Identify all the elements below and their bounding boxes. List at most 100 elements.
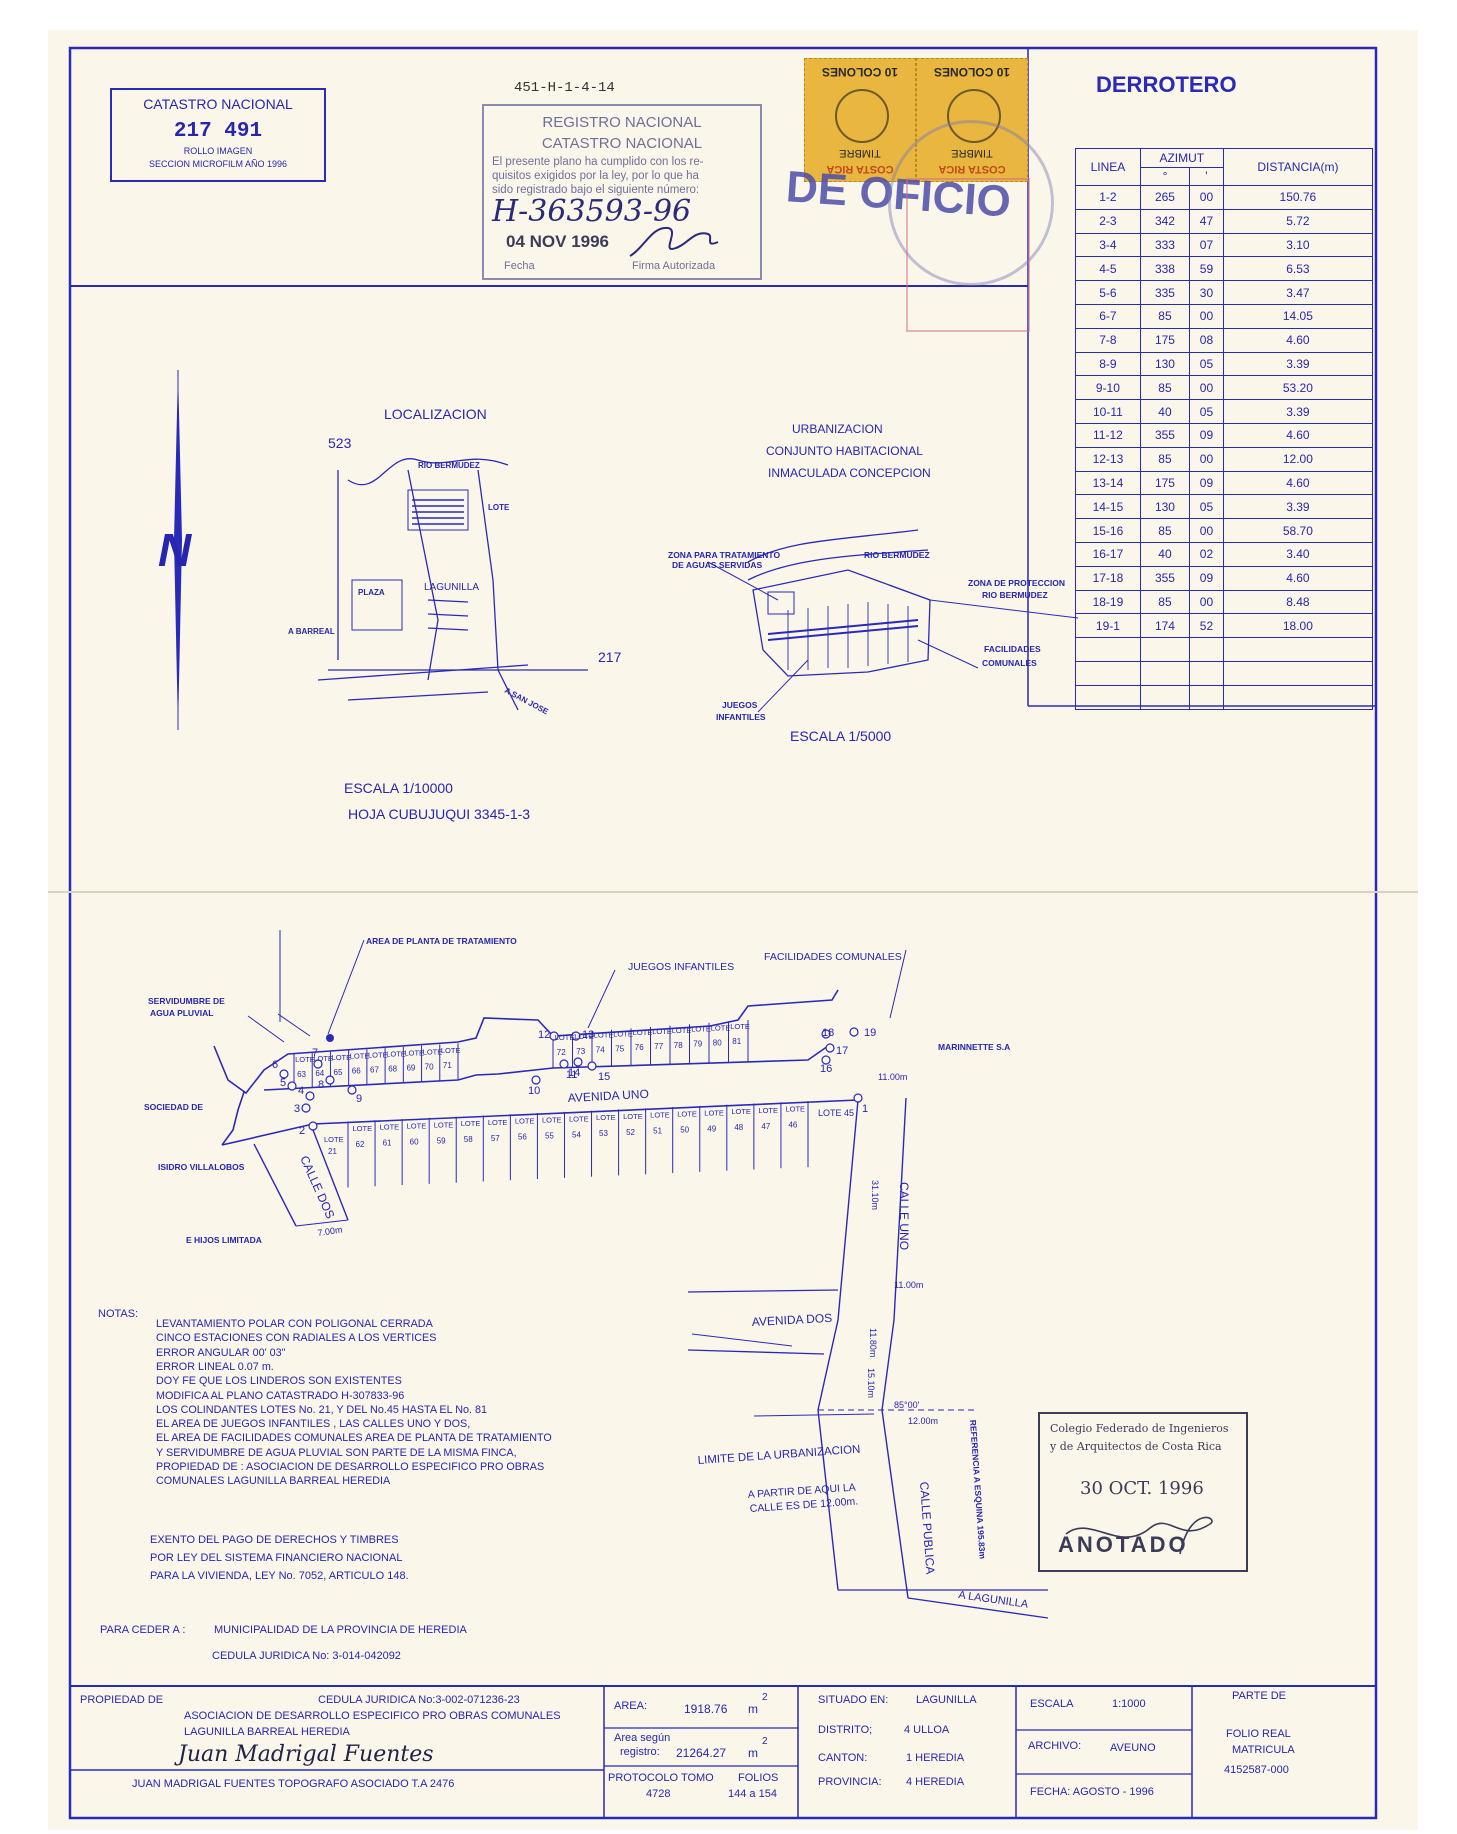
localizacion-hoja: HOJA CUBUJUQUI 3345-1-3 — [348, 806, 531, 822]
station-marker — [559, 1059, 569, 1069]
lot-number: 71 — [443, 1061, 452, 1070]
row-distancia: 3.47 — [1222, 280, 1374, 305]
plan-dim-7: 7.00m — [317, 1225, 343, 1238]
row-minutos: 00 — [1189, 589, 1224, 615]
row-linea: 12-13 — [1075, 446, 1141, 472]
lot-number: 79 — [693, 1040, 702, 1049]
urb-juegos-2: INFANTILES — [716, 712, 766, 722]
row-linea: 17-18 — [1075, 565, 1141, 591]
lot-number: 67 — [370, 1066, 379, 1075]
colegio-line1: Colegio Federado de Ingenieros — [1050, 1422, 1229, 1435]
row-grados: 85 — [1139, 446, 1191, 472]
derrotero-empty-row — [1075, 637, 1374, 662]
registro-fecha-label: Fecha — [504, 260, 535, 272]
footer-protocolo-label: PROTOCOLO TOMO — [608, 1772, 714, 1784]
localizacion-sketch: RIO BERMUDEZ LOTE PLAZA LAGUNILLA A BARR… — [288, 435, 622, 717]
footer-matricula: MATRICULA — [1232, 1744, 1295, 1756]
plan-facilidades-label: FACILIDADES COMUNALES — [764, 951, 902, 963]
row-grados: 333 — [1139, 232, 1191, 258]
ceder-label: PARA CEDER A : — [100, 1624, 186, 1636]
plan-servidumbre-1: SERVIDUMBRE DE — [148, 996, 225, 1006]
urb-zona-prot-2: RIO BERMUDEZ — [982, 590, 1048, 600]
lot-word: LOTE — [404, 1048, 424, 1057]
station-marker — [531, 1075, 541, 1085]
footer-provincia-label: PROVINCIA: — [818, 1776, 882, 1788]
urb-zona-trat-1: ZONA PARA TRATAMIENTO — [668, 550, 780, 560]
urb-zona-trat-2: DE AGUAS SERVIDAS — [672, 560, 763, 570]
lot-word: LOTE — [423, 1047, 443, 1056]
row-linea: 6-7 — [1075, 303, 1141, 329]
row-distancia: 3.39 — [1222, 351, 1374, 377]
plan-dim-1100b: 11.00m — [894, 1280, 923, 1290]
row-grados: 338 — [1139, 256, 1191, 282]
footer-folio-real: FOLIO REAL — [1226, 1728, 1291, 1740]
derrotero-empty-row — [1075, 660, 1374, 686]
lot-word: LOTE — [368, 1051, 388, 1060]
row-minutos: 09 — [1189, 470, 1224, 496]
station-marker — [305, 1091, 315, 1101]
loc-lagunilla-label: LAGUNILLA — [424, 582, 479, 593]
row-empty-cell — [1075, 637, 1141, 662]
lot-number: 69 — [406, 1063, 415, 1072]
lot-number: 61 — [383, 1139, 392, 1148]
footer-area-label: AREA: — [614, 1700, 648, 1712]
lot-number: 78 — [674, 1041, 683, 1050]
station-label: 19 — [864, 1027, 876, 1039]
footer-owner-1: ASOCIACION DE DESARROLLO ESPECIFICO PRO … — [184, 1710, 561, 1722]
plan-calle-uno: CALLE UNO — [897, 1182, 911, 1250]
plan-dim-3110: 31.10m — [870, 1180, 880, 1210]
row-minutos: 05 — [1189, 399, 1224, 424]
loc-lote-label: LOTE — [488, 503, 510, 512]
lot-number: 68 — [388, 1065, 397, 1074]
station-marker — [573, 1057, 583, 1067]
station-marker — [549, 1031, 559, 1041]
lot-word: LOTE — [488, 1118, 508, 1127]
row-grados: 355 — [1139, 422, 1191, 448]
timbre-1-value: 10 COLONES — [821, 65, 899, 79]
footer-escala-value: 1:1000 — [1112, 1698, 1146, 1710]
footer-canton-value: 1 HEREDIA — [906, 1752, 965, 1764]
lot-word: LOTE — [542, 1115, 562, 1124]
derrotero-header-distancia: DISTANCIA(m) — [1222, 148, 1374, 186]
footer-distrito-value: 4 ULLOA — [904, 1724, 950, 1736]
station-label: 5 — [280, 1077, 286, 1089]
plan-dim-1510: 15.10m — [866, 1368, 876, 1398]
plan-avenida-dos: AVENIDA DOS — [751, 1311, 832, 1329]
row-linea: 3-4 — [1075, 232, 1141, 258]
plan-dim-1200: 12.00m — [908, 1416, 938, 1426]
row-distancia: 4.60 — [1222, 470, 1374, 496]
lot-word: LOTE — [353, 1124, 373, 1133]
row-linea: 1-2 — [1075, 185, 1141, 210]
station-marker — [325, 1075, 335, 1085]
notas-line: LEVANTAMIENTO POLAR CON POLIGONAL CERRAD… — [156, 1318, 433, 1330]
station-label: 13 — [582, 1029, 594, 1041]
north-label: N — [158, 524, 192, 576]
footer-area-sq: 2 — [762, 1692, 768, 1703]
lot-number: 47 — [761, 1122, 770, 1131]
lot-number: 72 — [557, 1048, 566, 1057]
footer-provincia-value: 4 HEREDIA — [906, 1776, 965, 1788]
lot-word: LOTE — [613, 1029, 633, 1038]
footer-fecha: FECHA: AGOSTO - 1996 — [1030, 1786, 1154, 1798]
lot-word: LOTE — [731, 1107, 751, 1116]
row-grados: 85 — [1139, 589, 1191, 615]
plan-a-lagunilla: A LAGUNILLA — [958, 1589, 1030, 1611]
plan-lote-45: LOTE 45 — [818, 1108, 854, 1118]
footer-archivo-value: AVEUNO — [1110, 1742, 1156, 1754]
urb-line3: INMACULADA CONCEPCION — [768, 466, 931, 480]
localizacion-title: LOCALIZACION — [384, 406, 487, 422]
urb-facil-2: COMUNALES — [982, 658, 1037, 668]
row-grados: 175 — [1139, 470, 1191, 496]
station-marker — [287, 1081, 297, 1091]
notas-line: ERROR ANGULAR 00' 03" — [156, 1346, 286, 1359]
catastro-seccion: SECCION MICROFILM AÑO 1996 — [148, 159, 288, 169]
plan-code: 451-H-1-4-14 — [514, 80, 615, 96]
lot-number: 55 — [545, 1131, 554, 1140]
timbre-stamp-1: 10 COLONES TIMBRE COSTA RICA — [804, 58, 916, 182]
exento-line-3: PARA LA VIVIENDA, LEY No. 7052, ARTICULO… — [150, 1570, 409, 1582]
registro-body1: El presente plano ha cumplido con los re… — [492, 156, 704, 168]
